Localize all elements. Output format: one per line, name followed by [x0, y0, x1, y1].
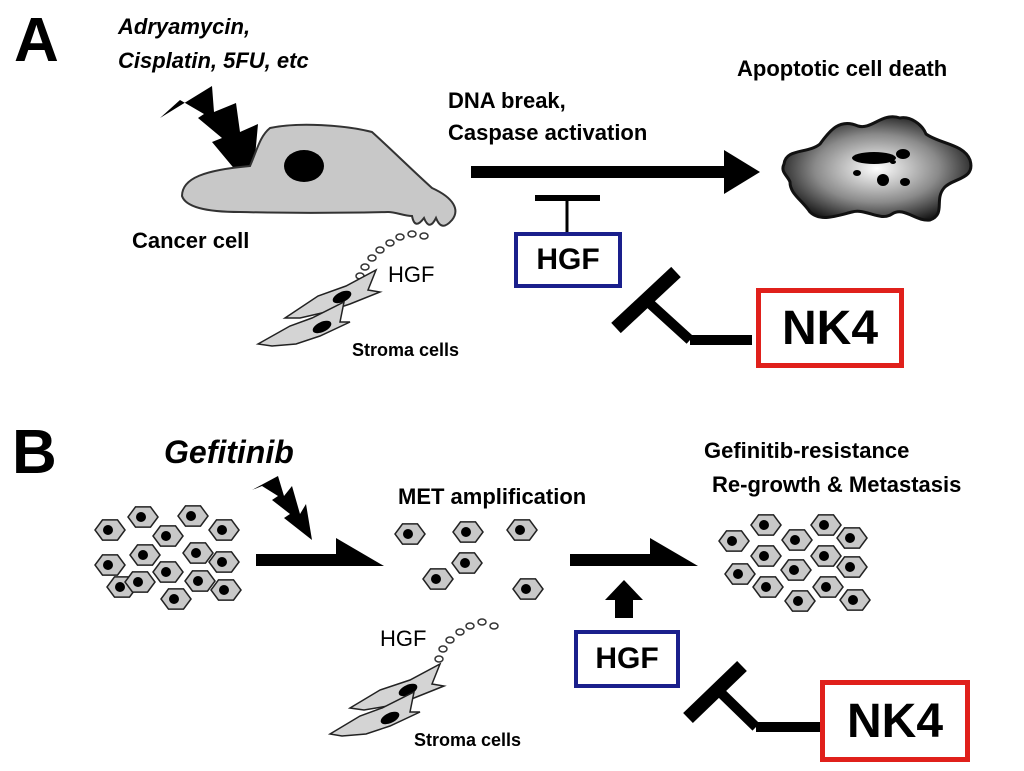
hgf-secretion-dots-b [434, 618, 499, 663]
nk4-box-a: NK4 [756, 288, 904, 368]
gefitinib-arrow-head [336, 538, 384, 566]
panel-b-label: B [12, 418, 57, 487]
tumor-cell [752, 576, 784, 598]
process-label-line1: DNA break, [448, 88, 566, 113]
panel-a-label: A [14, 6, 59, 75]
tumor-cell [812, 576, 844, 598]
tumor-cells-resistant [718, 514, 871, 612]
tumor-cell [452, 521, 484, 543]
apoptotic-cell-icon [781, 115, 973, 222]
tumor-cell [780, 559, 812, 581]
tumor-cell [839, 589, 871, 611]
process-label-line2: Caspase activation [448, 120, 648, 145]
apoptosis-pathway-arrow-head [724, 150, 760, 194]
tumor-cell [781, 529, 813, 551]
hgf-secreted-label-b: HGF [380, 626, 427, 651]
tumor-cell [718, 530, 750, 552]
tumor-cell [127, 506, 159, 528]
tumor-cell [152, 561, 184, 583]
tumor-cell [94, 554, 126, 576]
hgf-up-arrow-head [605, 580, 643, 600]
nk4-box-b: NK4 [820, 680, 970, 762]
apoptotic-fragments [852, 149, 910, 186]
tumor-cell [836, 527, 868, 549]
cancer-cell-label: Cancer cell [132, 228, 250, 253]
apoptosis-label: Apoptotic cell death [737, 56, 948, 81]
hgf-up-arrow-stem [615, 596, 633, 618]
tumor-cell [506, 519, 538, 541]
resistance-label-line2: Re-growth & Metastasis [712, 472, 962, 497]
resistance-label-line1: Gefinitib-resistance [704, 438, 910, 463]
drugs-label-line2: Cisplatin, 5FU, etc [118, 48, 309, 73]
hgf-box-b: HGF [574, 630, 680, 688]
tumor-cell [784, 590, 816, 612]
stroma-label-a: Stroma cells [352, 340, 460, 360]
tumor-cell [210, 579, 242, 601]
tumor-cell [129, 544, 161, 566]
tumor-cell [124, 571, 156, 593]
hgf-secreted-label-a: HGF [388, 262, 435, 287]
hgf-box-a: HGF [514, 232, 622, 288]
tumor-cell [208, 519, 240, 541]
stroma-cells-a-icon [255, 268, 383, 347]
tumor-cell [422, 568, 454, 590]
tumor-cells-initial [94, 505, 242, 610]
tumor-cell [152, 525, 184, 547]
tumor-cell [750, 514, 782, 536]
tumor-cell [836, 556, 868, 578]
tumor-cell [750, 545, 782, 567]
tumor-cell [810, 545, 842, 567]
cancer-cell-nucleus [284, 150, 324, 182]
resistance-arrow-head [650, 538, 698, 566]
tumor-cell [160, 588, 192, 610]
tumor-cells-met-amplified [394, 519, 544, 600]
tumor-cell [512, 578, 544, 600]
hgf-secretion-dots-a [351, 230, 429, 289]
nk4-inhibit-bar-a [611, 266, 681, 334]
nk4-inhibit-bar-b [683, 660, 747, 724]
gefitinib-lightning-icon [252, 476, 312, 540]
tumor-cell [208, 551, 240, 573]
met-amplification-label: MET amplification [398, 484, 587, 509]
drug-lightning-icon [160, 86, 258, 190]
stroma-cells-b-icon [327, 662, 447, 737]
tumor-cell [177, 505, 209, 527]
tumor-cell [451, 552, 483, 574]
gefitinib-label: Gefitinib [164, 434, 294, 470]
stroma-label-b: Stroma cells [414, 730, 522, 750]
tumor-cell [184, 570, 216, 592]
tumor-cell [394, 523, 426, 545]
drugs-label-line1: Adryamycin, [118, 14, 251, 39]
tumor-cell [810, 514, 842, 536]
tumor-cell [182, 542, 214, 564]
nk4-inhibit-diag-a [642, 296, 694, 344]
tumor-cell [94, 519, 126, 541]
nk4-inhibit-diag-b [714, 686, 760, 731]
tumor-cell [724, 563, 756, 585]
